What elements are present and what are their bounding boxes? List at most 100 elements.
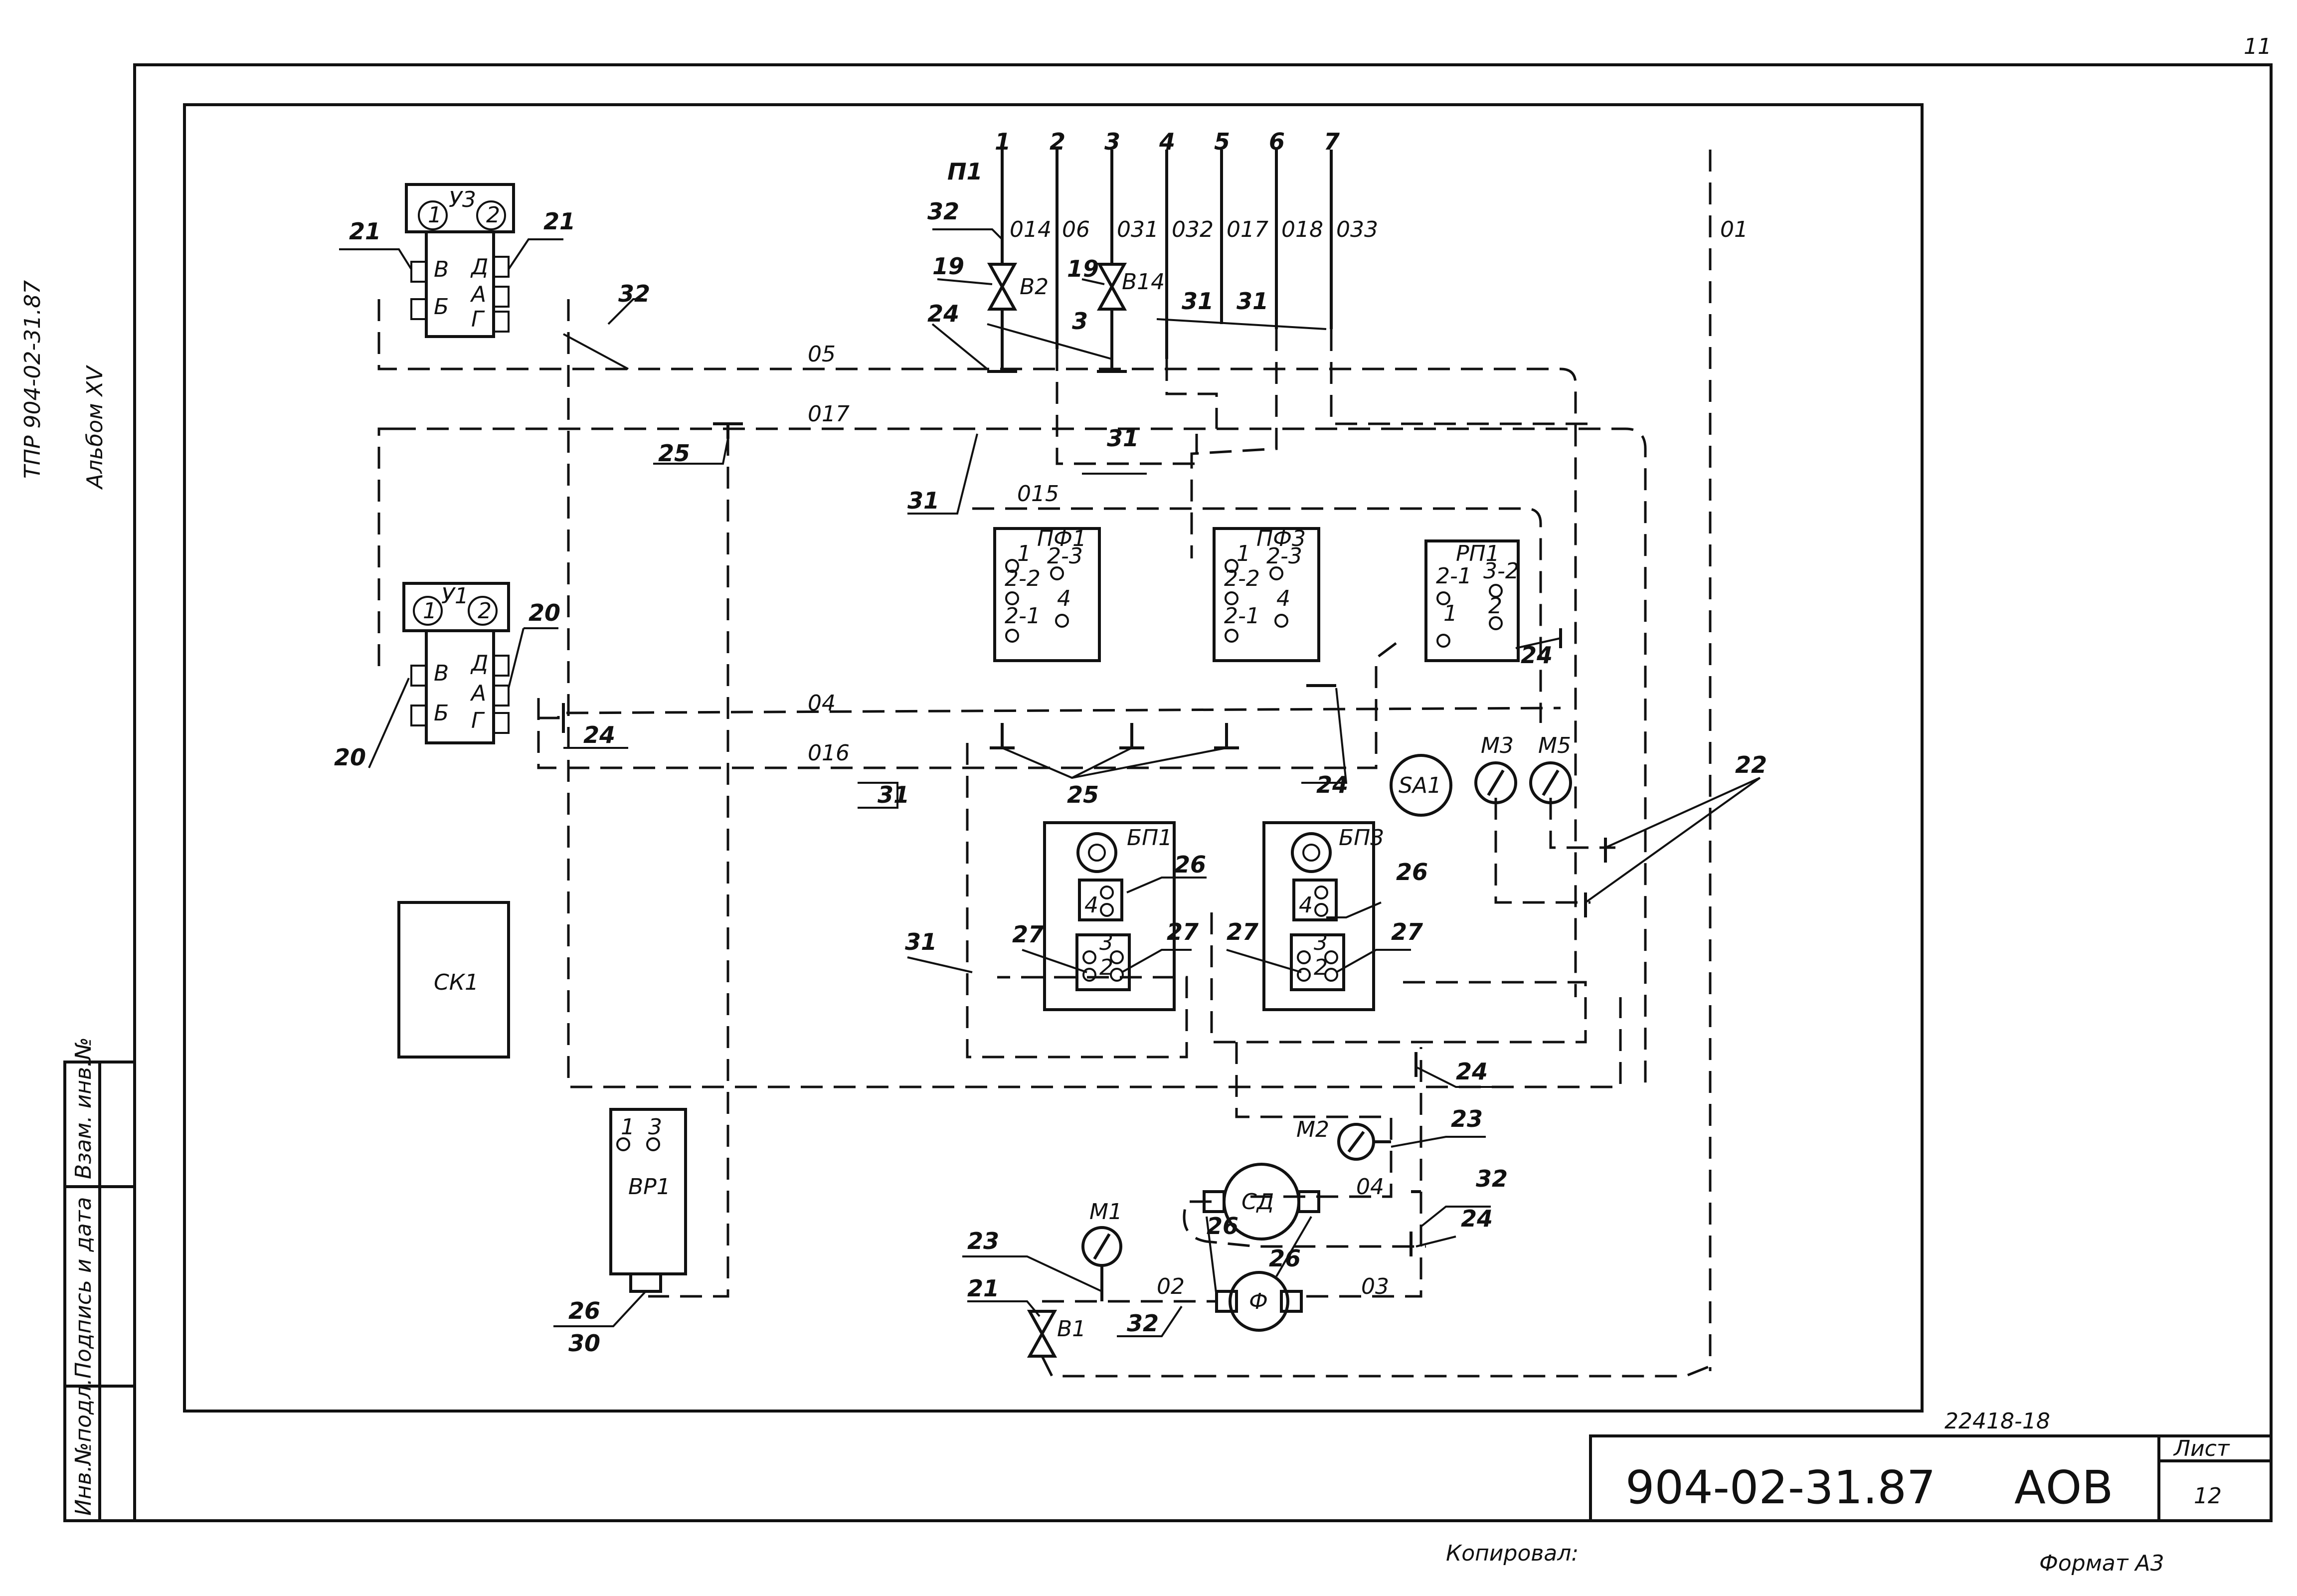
valve-v2: В2 [987,263,1049,369]
svg-text:2: 2 [486,202,500,228]
riser-4-num: 4 [1159,128,1175,155]
svg-text:А: А [470,681,486,706]
svg-text:19: 19 [1067,255,1099,282]
riser-1-code: 014 [1010,217,1052,242]
handwritten-number: 22418-18 [1944,1409,2050,1434]
svg-text:2-3: 2-3 [1047,543,1083,569]
svg-text:26: 26 [568,1297,600,1324]
pipe-gauges [1494,798,1590,904]
outer-frame [133,63,2273,1522]
left-stamp: Инв.№подл. Подпись и дата Взам. инв.№ [63,1037,136,1522]
svg-text:26: 26 [1174,851,1206,878]
sheet-label: Лист [2173,1436,2230,1461]
svg-text:22: 22 [1735,751,1767,778]
device-pf3: ПФ3 1 2-3 2-2 4 2-1 [1213,526,1320,662]
gauge-m1: М1 [1081,1199,1122,1301]
svg-text:1: 1 [1443,601,1457,626]
svg-text:Г: Г [471,307,485,332]
svg-text:03: 03 [1361,1274,1389,1299]
label-m5: М5 [1538,733,1571,758]
label-sd: СД [1241,1189,1274,1215]
svg-text:2: 2 [1488,593,1502,619]
device-ck1: СК1 [397,901,510,1059]
svg-text:Б: Б [434,294,449,320]
svg-text:А: А [470,282,486,307]
gauge-m3: М3 [1474,733,1517,804]
svg-text:4: 4 [1084,892,1098,918]
callouts: 32 19 19 24 3 31 31 31 31 25 32 21 21 20… [334,198,1767,1357]
label-pipe-05: 05 [808,342,836,367]
label-bp1: БП1 [1127,825,1172,851]
stamp-signature-date: Подпись и дата [71,1197,96,1379]
tees [562,422,1607,1256]
riser-6-code: 018 [1281,217,1323,242]
label-u3: У3 [449,187,476,212]
svg-text:31: 31 [1107,425,1139,452]
label-ck1: СК1 [434,970,479,995]
svg-text:24: 24 [1316,771,1348,798]
svg-text:20: 20 [334,744,366,771]
svg-text:3: 3 [1314,930,1328,955]
label-pipe-015: 015 [1017,481,1059,507]
footer-copied: Копировал: [1446,1541,1579,1566]
pipe-lower-loop-3 [1235,1042,1393,1198]
pipe-riser-2 [1056,349,1198,465]
title-section: АОВ [2014,1461,2113,1514]
pipe-riser-4 [1165,359,1218,429]
pipe-lower-loop-1 [966,743,1188,1059]
svg-text:24: 24 [583,721,615,748]
riser-1-num: 1 [995,128,1011,155]
svg-text:20: 20 [529,599,560,626]
label-m1: М1 [1089,1199,1122,1225]
label-m2: М2 [1296,1117,1329,1142]
title-code: 904-02-31.87 [1625,1461,1936,1514]
svg-text:31: 31 [907,487,939,514]
riser-5-code: 017 [1227,217,1268,242]
device-u1: 1 2 У1 В Б Д А Г [402,582,510,744]
svg-text:1: 1 [621,1114,635,1140]
pipe-riser-6 [1190,329,1278,558]
label-pf1: ПФ1 [1037,526,1086,551]
valve-v14: В14 [1096,263,1165,369]
label-m3: М3 [1481,733,1514,758]
svg-text:Д: Д [470,651,488,676]
pipe-lower-loop-2 [1210,912,1587,1044]
svg-text:21: 21 [543,208,575,235]
riser-2-code: 06 [1062,217,1090,242]
svg-text:4: 4 [1299,892,1313,918]
svg-text:В: В [434,661,449,686]
device-bp1: БП1 4 3 2 [1043,821,1176,1011]
label-bp3: БП3 [1339,825,1384,851]
svg-text:26: 26 [1207,1213,1238,1240]
riser-6-num: 6 [1269,128,1285,155]
svg-text:31: 31 [1182,288,1214,315]
side-doc-ref: ТПР 904-02-31.87 [20,280,45,479]
side-album: Альбом XV [82,364,108,490]
device-bp3: БП3 4 3 2 [1262,821,1384,1011]
page-number: 11 [2244,34,2272,59]
label-pipe-01: 01 [1720,217,1748,242]
svg-text:32: 32 [1476,1165,1508,1192]
svg-text:26: 26 [1269,1245,1301,1272]
svg-text:32: 32 [1127,1310,1159,1337]
svg-text:Б: Б [434,701,449,726]
svg-text:02: 02 [1157,1274,1185,1299]
footer-format: Формат А3 [2039,1551,2164,1576]
label-u1: У1 [441,583,469,609]
pipe-gauge-m5 [1549,798,1615,849]
svg-text:23: 23 [967,1228,999,1254]
svg-text:2: 2 [478,598,492,624]
svg-text:31: 31 [905,928,937,955]
gauge-m5: М5 [1529,733,1572,804]
pipe-017-left [377,427,394,668]
svg-text:Г: Г [471,708,485,733]
riser-3-code: 031 [1117,217,1159,242]
label-rp1: РП1 [1456,541,1500,566]
label-p1: П1 [947,158,983,185]
pipe-04 [538,707,1561,719]
svg-text:24: 24 [1461,1205,1493,1232]
svg-text:2-2: 2-2 [1224,566,1260,591]
svg-text:04: 04 [1356,1174,1384,1200]
pipe-03 [1306,1047,1422,1298]
pipe-016 [537,642,1406,769]
